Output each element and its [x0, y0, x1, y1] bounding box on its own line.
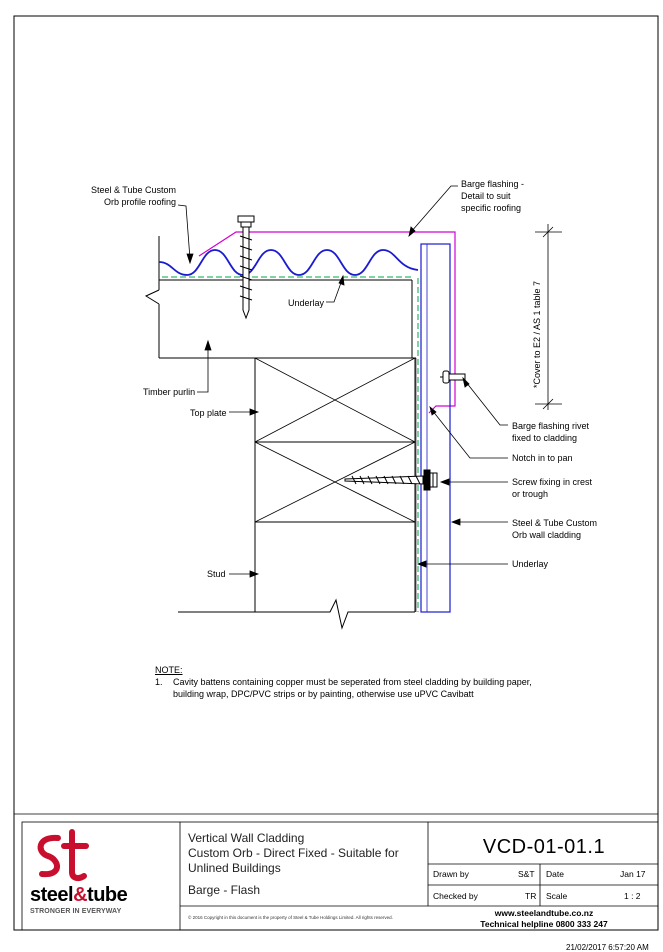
- timber-frame: [178, 357, 416, 630]
- label-rivet: Barge flashing rivet fixed to cladding: [512, 421, 590, 443]
- notes-block: NOTE: 1. Cavity battens containing coppe…: [155, 664, 532, 700]
- label-underlay-wall: Underlay: [512, 559, 549, 569]
- label-underlay-roof: Underlay: [288, 298, 325, 308]
- note-text: Cavity battens containing copper must be…: [173, 677, 532, 699]
- logo-tagline: STRONGER IN EVERYWAY: [30, 908, 122, 915]
- roofing-sheet: [158, 249, 419, 276]
- leader-lines: [177, 185, 508, 578]
- barge-flashing: [198, 231, 456, 414]
- date-label: Date: [546, 869, 564, 879]
- label-timber-purlin: Timber purlin: [143, 387, 196, 397]
- notes-heading: NOTE:: [155, 665, 183, 675]
- drawn-by-value: S&T: [518, 869, 535, 879]
- label-stud: Stud: [207, 569, 226, 579]
- label-top-plate: Top plate: [190, 408, 227, 418]
- label-wall-cladding: Steel & Tube Custom Orb wall cladding: [512, 518, 598, 540]
- logo-mark: [37, 829, 89, 882]
- contact-block: www.steelandtube.co.nz Technical helplin…: [430, 908, 658, 930]
- logo-word-tube: tube: [87, 884, 128, 906]
- cover-label: *Cover to E2 / AS 1 table 7: [532, 281, 542, 388]
- label-screw: Screw fixing in crest or trough: [512, 477, 593, 499]
- logo-word-steel: steel: [30, 884, 74, 906]
- checked-by-value: TR: [525, 891, 537, 901]
- note-number: 1.: [155, 677, 163, 687]
- drawing-subtitle: Barge - Flash: [188, 883, 261, 897]
- drawing-number: VCD-01-01.1: [482, 836, 606, 858]
- print-timestamp: 21/02/2017 6:57:20 AM: [566, 943, 649, 952]
- scale-value: 1 : 2: [624, 891, 641, 901]
- drawn-by-label: Drawn by: [433, 869, 469, 879]
- label-notch: Notch in to pan: [512, 453, 573, 463]
- checked-by-label: Checked by: [433, 891, 478, 901]
- sheet-border: [13, 15, 659, 931]
- label-roofing: Steel & Tube Custom Orb profile roofing: [90, 185, 176, 207]
- note-item: 1. Cavity battens containing copper must…: [155, 676, 532, 700]
- logo-word-amp: &: [73, 884, 88, 906]
- label-barge-flashing: Barge flashing - Detail to suit specific…: [461, 179, 525, 213]
- drawing-title: Vertical Wall Cladding Custom Orb - Dire…: [188, 831, 399, 875]
- wall-cladding: [420, 243, 451, 613]
- wall-screw-icon: [344, 469, 438, 491]
- copyright-text: © 2016 Copyright in this document is the…: [188, 915, 393, 920]
- cover-dimension: [535, 224, 562, 410]
- helpline-text: Technical helpline 0800 333 247: [480, 919, 608, 929]
- logo-wordmark: steel&tube: [30, 884, 128, 907]
- date-value: Jan 17: [620, 869, 646, 879]
- roof-screw-icon: [237, 215, 255, 320]
- rivet-icon: [440, 370, 466, 384]
- scale-label: Scale: [546, 891, 568, 901]
- title-block-frame: [14, 813, 659, 931]
- website-link[interactable]: www.steelandtube.co.nz: [494, 908, 594, 918]
